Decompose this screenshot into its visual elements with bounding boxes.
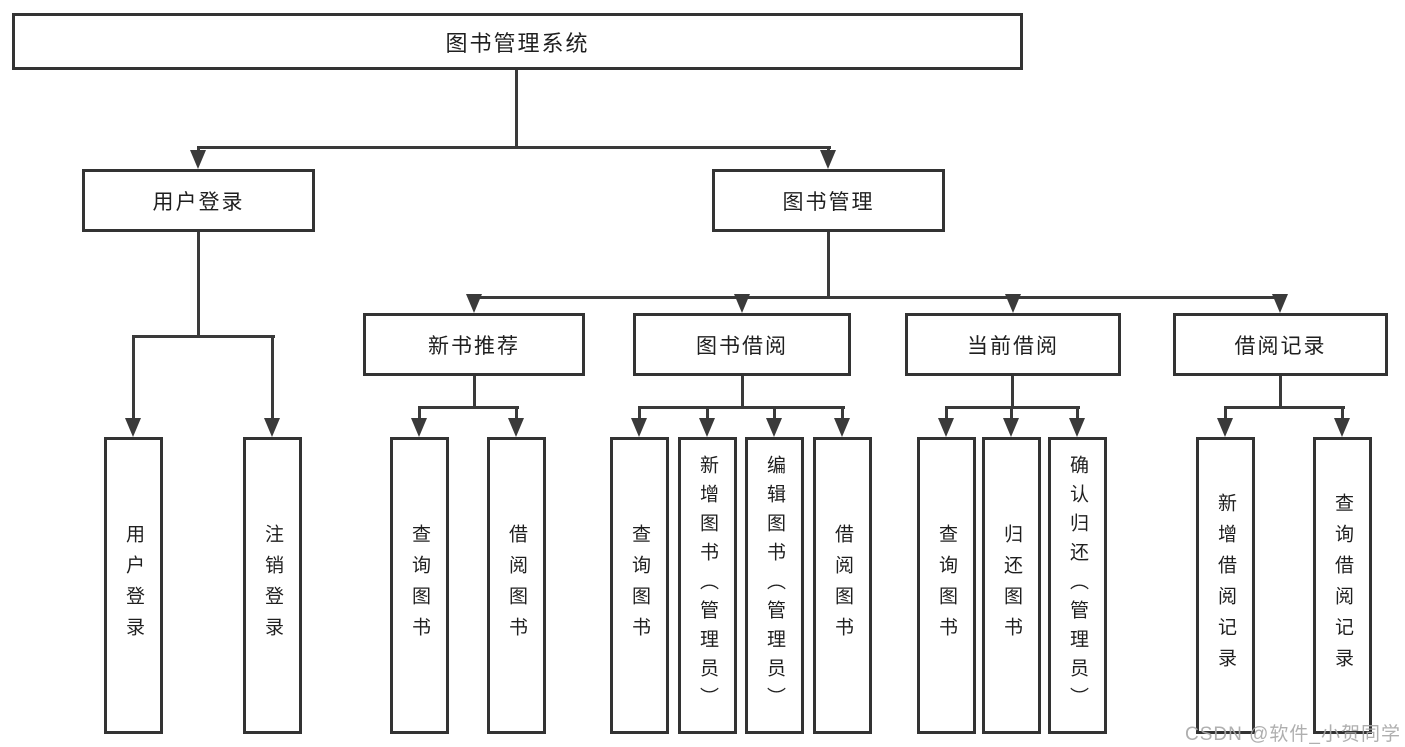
arrowhead-leaf xyxy=(508,418,524,437)
connector-stem xyxy=(418,406,421,419)
connector-stem xyxy=(773,406,776,419)
connector-stem xyxy=(1076,406,1079,419)
arrowhead-leaf xyxy=(1334,418,1350,437)
node-current-borrow: 当前借阅 xyxy=(905,313,1121,376)
connector-stem xyxy=(1341,406,1344,419)
connector-borrow-records-branch xyxy=(1224,406,1345,409)
connector-root-branch xyxy=(197,146,831,149)
connector-stem xyxy=(1224,406,1227,419)
arrowhead-leaf xyxy=(699,418,715,437)
connector-root-trunk xyxy=(515,70,518,146)
node-book-borrow: 图书借阅 xyxy=(633,313,851,376)
connector-stem xyxy=(706,406,709,419)
connector-book-borrow-branch xyxy=(638,406,845,409)
arrowhead-leaf-login xyxy=(125,418,141,437)
node-borrow-records-label: 借阅记录 xyxy=(1234,334,1327,358)
leaf-label: 注销登录 xyxy=(262,523,283,648)
arrowhead-leaf xyxy=(766,418,782,437)
node-current-borrow-label: 当前借阅 xyxy=(967,334,1059,358)
arrowhead-leaf xyxy=(631,418,647,437)
connector-stem xyxy=(1010,406,1013,419)
node-leaf-borrow-books-1: 借阅图书 xyxy=(487,437,546,734)
node-leaf-add-borrow-record: 新增借阅记录 xyxy=(1196,437,1255,734)
connector-stem-leaf-login xyxy=(132,335,135,419)
node-leaf-confirm-return-admin: 确认归还（管理员） xyxy=(1048,437,1107,734)
connector-stem xyxy=(515,406,518,419)
connector-stem xyxy=(841,406,844,419)
node-user-login-label: 用户登录 xyxy=(152,190,245,214)
leaf-label: 编辑图书（管理员） xyxy=(764,455,785,716)
connector-stem-user-login xyxy=(197,146,200,153)
node-root-label: 图书管理系统 xyxy=(445,30,590,56)
leaf-label: 新增图书（管理员） xyxy=(697,455,718,716)
arrowhead-current-borrow xyxy=(1005,294,1021,313)
leaf-label: 用户登录 xyxy=(123,523,144,648)
arrowhead-book-mgmt xyxy=(820,150,836,169)
connector-new-books-trunk xyxy=(473,376,476,409)
arrowhead-leaf-logout xyxy=(264,418,280,437)
connector-stem xyxy=(945,406,948,419)
arrowhead-leaf xyxy=(834,418,850,437)
arrowhead-leaf xyxy=(1217,418,1233,437)
node-user-login: 用户登录 xyxy=(82,169,315,232)
connector-stem xyxy=(638,406,641,419)
connector-current-borrow-trunk xyxy=(1011,376,1014,409)
leaf-label: 查询图书 xyxy=(409,523,430,648)
leaf-label: 查询借阅记录 xyxy=(1332,492,1353,679)
node-leaf-borrow-books-2: 借阅图书 xyxy=(813,437,872,734)
arrowhead-borrow-records xyxy=(1272,294,1288,313)
connector-new-books-branch xyxy=(418,406,519,409)
node-book-mgmt-label: 图书管理 xyxy=(782,190,875,214)
node-leaf-edit-books-admin: 编辑图书（管理员） xyxy=(745,437,804,734)
arrowhead-leaf xyxy=(938,418,954,437)
arrowhead-user-login xyxy=(190,150,206,169)
connector-stem-book-mgmt xyxy=(827,146,830,153)
leaf-label: 新增借阅记录 xyxy=(1215,492,1236,679)
node-leaf-query-books-3: 查询图书 xyxy=(917,437,976,734)
arrowhead-leaf xyxy=(1003,418,1019,437)
connector-borrow-records-trunk xyxy=(1279,376,1282,409)
leaf-label: 借阅图书 xyxy=(832,523,853,648)
node-new-books-label: 新书推荐 xyxy=(428,334,520,358)
leaf-label: 确认归还（管理员） xyxy=(1067,455,1088,716)
connector-book-borrow-trunk xyxy=(741,376,744,409)
leaf-label: 归还图书 xyxy=(1001,523,1022,648)
node-borrow-records: 借阅记录 xyxy=(1173,313,1388,376)
arrowhead-book-borrow xyxy=(734,294,750,313)
arrowhead-leaf xyxy=(1069,418,1085,437)
leaf-label: 查询图书 xyxy=(629,523,650,648)
node-leaf-query-books-1: 查询图书 xyxy=(390,437,449,734)
connector-book-mgmt-branch xyxy=(473,296,1282,299)
node-leaf-return-books: 归还图书 xyxy=(982,437,1041,734)
leaf-label: 查询图书 xyxy=(936,523,957,648)
arrowhead-new-books xyxy=(466,294,482,313)
leaf-label: 借阅图书 xyxy=(506,523,527,648)
connector-stem-leaf-logout xyxy=(271,335,274,419)
connector-book-mgmt-trunk xyxy=(827,232,830,297)
node-leaf-add-books-admin: 新增图书（管理员） xyxy=(678,437,737,734)
connector-user-login-branch xyxy=(132,335,275,338)
node-book-mgmt: 图书管理 xyxy=(712,169,945,232)
node-root: 图书管理系统 xyxy=(12,13,1023,70)
node-leaf-logout: 注销登录 xyxy=(243,437,302,734)
node-book-borrow-label: 图书借阅 xyxy=(696,334,788,358)
node-leaf-query-borrow-record: 查询借阅记录 xyxy=(1313,437,1372,734)
node-new-books: 新书推荐 xyxy=(363,313,585,376)
node-leaf-query-books-2: 查询图书 xyxy=(610,437,669,734)
connector-user-login-trunk xyxy=(197,232,200,338)
arrowhead-leaf xyxy=(411,418,427,437)
watermark-text: CSDN @软件_小贺同学 xyxy=(1185,724,1401,745)
node-leaf-user-login: 用户登录 xyxy=(104,437,163,734)
